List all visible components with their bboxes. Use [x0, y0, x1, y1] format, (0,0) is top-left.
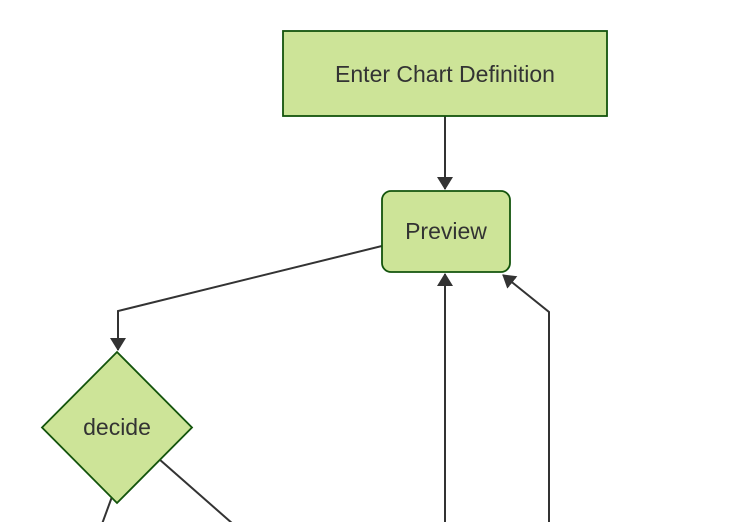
edge-decide-to-offscreen-left: [101, 493, 114, 522]
node-decide-label: decide: [83, 414, 151, 440]
node-preview: [381, 190, 511, 273]
node-decide: [40, 350, 194, 505]
node-preview-label: Preview: [405, 218, 487, 244]
edge-bottom-right-to-preview: [502, 274, 550, 522]
node-enter-chart-definition: [282, 30, 608, 117]
edge-preview-to-decide: [110, 245, 383, 351]
edge-decide-to-offscreen-right: [158, 458, 233, 522]
node-enter-chart-definition-label: Enter Chart Definition: [335, 61, 555, 87]
